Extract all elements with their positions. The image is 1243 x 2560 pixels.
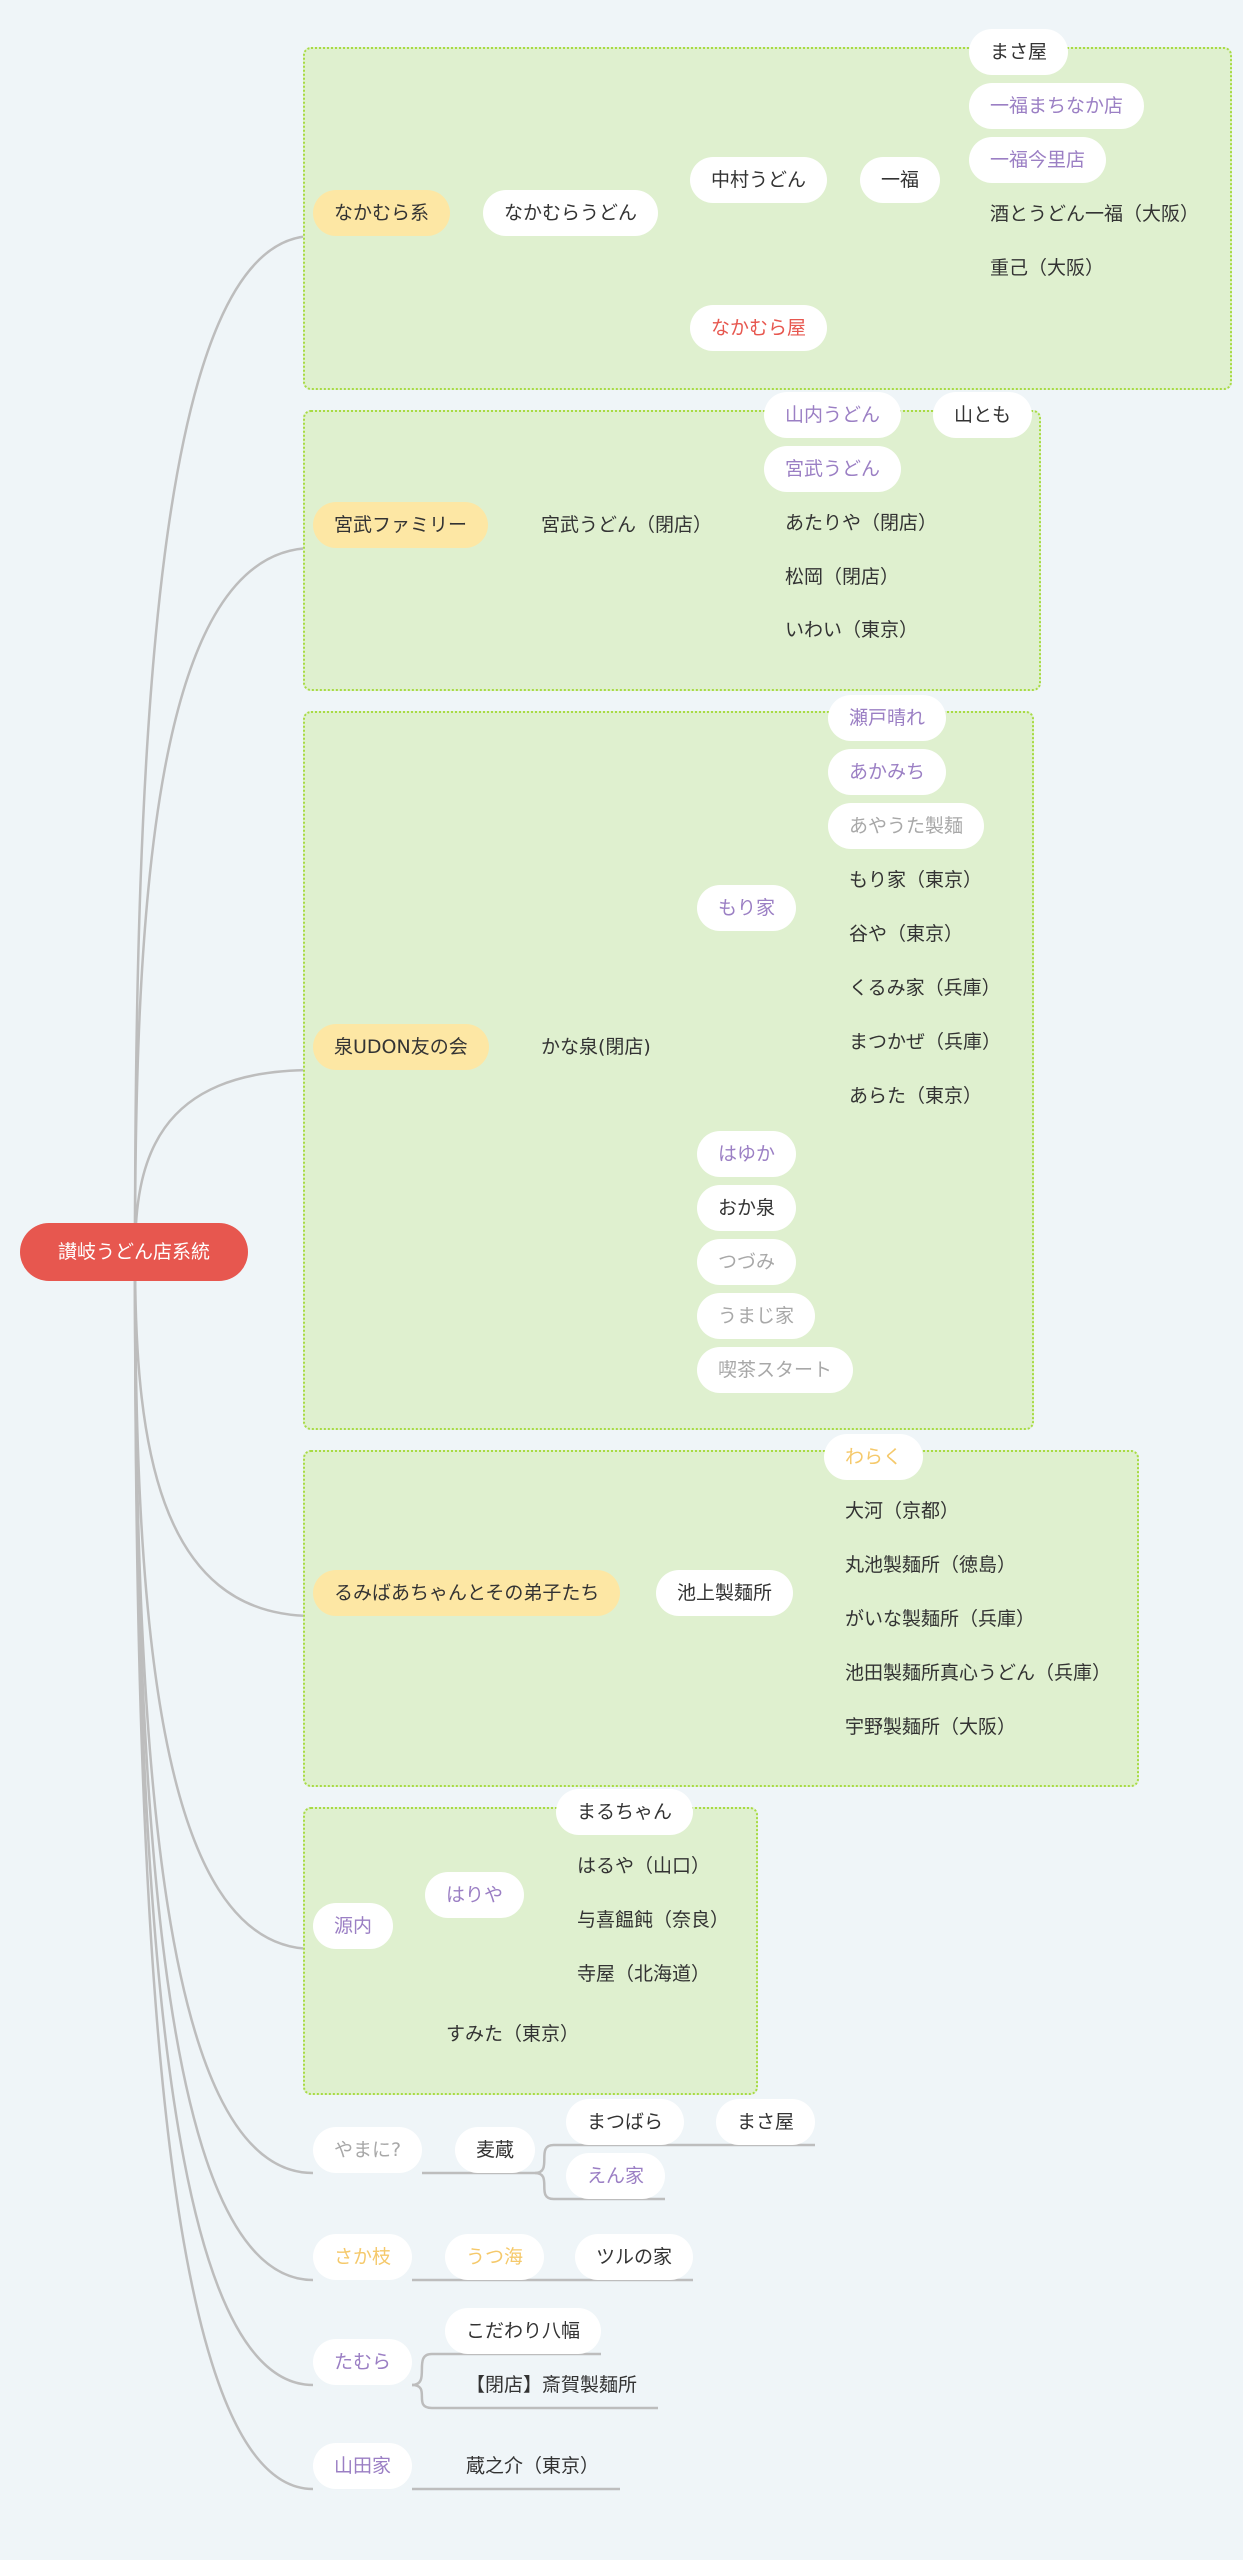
node-ayauta[interactable]: あやうた製麺 xyxy=(828,803,985,849)
node-arata[interactable]: あらた（東京） xyxy=(849,1085,983,1107)
node-saiga[interactable]: 【閉店】斎賀製麺所 xyxy=(466,2374,638,2396)
node-yamauchi[interactable]: 山内うどん xyxy=(764,392,902,438)
node-nakamuraya[interactable]: なかむら屋 xyxy=(690,305,828,351)
root-connector-miyatake_family xyxy=(133,546,314,1256)
node-yamani[interactable]: やまに? xyxy=(313,2127,423,2173)
node-matsuoka[interactable]: 松岡（閉店） xyxy=(785,566,900,588)
node-izumi-udon[interactable]: 泉UDON友の会 xyxy=(313,1024,489,1070)
node-tsuzumi[interactable]: つづみ xyxy=(697,1239,797,1285)
node-sakae[interactable]: さか枝 xyxy=(313,2234,413,2280)
node-atariya[interactable]: あたりや（閉店） xyxy=(785,512,938,534)
root-connector-izumi_udon xyxy=(133,1068,314,1256)
node-teraya[interactable]: 寺屋（北海道） xyxy=(577,1963,711,1985)
node-sake-udon-ippuku[interactable]: 酒とうどん一福（大阪） xyxy=(990,203,1200,225)
node-matsubara[interactable]: まつばら xyxy=(566,2099,685,2145)
group-gennai xyxy=(303,1807,758,2095)
node-kanaizumi[interactable]: かな泉(閉店) xyxy=(541,1036,651,1058)
node-tamura[interactable]: たむら xyxy=(313,2339,413,2385)
node-kissa-start[interactable]: 喫茶スタート xyxy=(697,1347,854,1393)
root-connector-tamura xyxy=(133,1254,314,2387)
root-connector-yamadaya xyxy=(133,1254,314,2491)
node-enya[interactable]: えん家 xyxy=(566,2153,666,2199)
node-umajiya[interactable]: うまじ家 xyxy=(697,1293,816,1339)
node-ippuku[interactable]: 一福 xyxy=(860,157,941,203)
node-maruchan[interactable]: まるちゃん xyxy=(556,1789,694,1835)
node-nakamura-udon2[interactable]: 中村うどん xyxy=(690,157,828,203)
node-mugikura[interactable]: 麦蔵 xyxy=(455,2127,536,2173)
node-iwai[interactable]: いわい（東京） xyxy=(785,619,919,641)
node-miyatake-udon[interactable]: 宮武うどん xyxy=(764,446,902,492)
group-miyatake xyxy=(303,410,1041,691)
node-root[interactable]: 讃岐うどん店系統 xyxy=(20,1223,249,1281)
node-moriya[interactable]: もり家 xyxy=(697,885,797,931)
node-gennai[interactable]: 源内 xyxy=(313,1903,394,1949)
node-setobare[interactable]: 瀬戸晴れ xyxy=(828,695,947,741)
node-hariya[interactable]: はりや xyxy=(425,1872,525,1918)
root-connector-rumiba xyxy=(133,1254,314,1618)
node-uno[interactable]: 宇野製麺所（大阪） xyxy=(845,1716,1017,1738)
node-hayuka[interactable]: はゆか xyxy=(697,1131,797,1177)
connector-enya xyxy=(534,2171,566,2201)
node-sumita[interactable]: すみた（東京） xyxy=(446,2023,580,2045)
node-matsukaze[interactable]: まつかぜ（兵庫） xyxy=(849,1031,1002,1053)
node-ippuku-machinaka[interactable]: 一福まちなか店 xyxy=(969,83,1145,129)
node-ikegami[interactable]: 池上製麺所 xyxy=(656,1570,794,1616)
node-taiga[interactable]: 大河（京都） xyxy=(845,1500,960,1522)
node-tsurunoie[interactable]: ツルの家 xyxy=(575,2234,694,2280)
group-rumiba xyxy=(303,1450,1139,1787)
node-utsumi[interactable]: うつ海 xyxy=(445,2234,545,2280)
node-nakamura-kei[interactable]: なかむら系 xyxy=(313,190,451,236)
node-yoki[interactable]: 与喜饂飩（奈良） xyxy=(577,1909,730,1931)
node-miyatake-family[interactable]: 宮武ファミリー xyxy=(313,502,489,548)
node-moriya-tokyo[interactable]: もり家（東京） xyxy=(849,869,983,891)
node-miyatake-closed[interactable]: 宮武うどん（閉店） xyxy=(541,514,713,536)
node-yamatomo[interactable]: 山とも xyxy=(933,392,1033,438)
connector-kodawari xyxy=(411,2352,445,2387)
node-rumiba[interactable]: るみばあちゃんとその弟子たち xyxy=(313,1570,621,1616)
root-connector-gennai xyxy=(133,1254,314,1951)
node-masaya-1[interactable]: まさ屋 xyxy=(969,29,1069,75)
node-kuranosuke[interactable]: 蔵之介（東京） xyxy=(466,2455,600,2477)
node-akamichi[interactable]: あかみち xyxy=(828,749,947,795)
node-okaizumi[interactable]: おか泉 xyxy=(697,1185,797,1231)
node-ikeda[interactable]: 池田製麺所真心うどん（兵庫） xyxy=(845,1662,1112,1684)
node-haruya[interactable]: はるや（山口） xyxy=(577,1855,711,1877)
node-nakamura-udon[interactable]: なかむらうどん xyxy=(483,190,659,236)
node-kurumiya[interactable]: くるみ家（兵庫） xyxy=(849,977,1001,999)
node-waraku[interactable]: わらく xyxy=(824,1434,924,1480)
node-yamadaya[interactable]: 山田家 xyxy=(313,2443,413,2489)
root-connector-sakae xyxy=(133,1254,314,2282)
node-ippuku-imazato[interactable]: 一福今里店 xyxy=(969,137,1107,183)
node-gaina[interactable]: がいな製麺所（兵庫） xyxy=(845,1608,1036,1630)
connector-saiga xyxy=(411,2383,445,2410)
connector-matsubara xyxy=(534,2143,566,2175)
node-masaya-2[interactable]: まさ屋 xyxy=(716,2099,816,2145)
node-taniya[interactable]: 谷や（東京） xyxy=(849,923,964,945)
node-maruike[interactable]: 丸池製麺所（徳島） xyxy=(845,1554,1017,1576)
node-shigemi[interactable]: 重己（大阪） xyxy=(990,257,1105,279)
node-kodawari[interactable]: こだわり八幅 xyxy=(445,2308,602,2354)
root-connector-nakamura_kei xyxy=(133,234,314,1256)
